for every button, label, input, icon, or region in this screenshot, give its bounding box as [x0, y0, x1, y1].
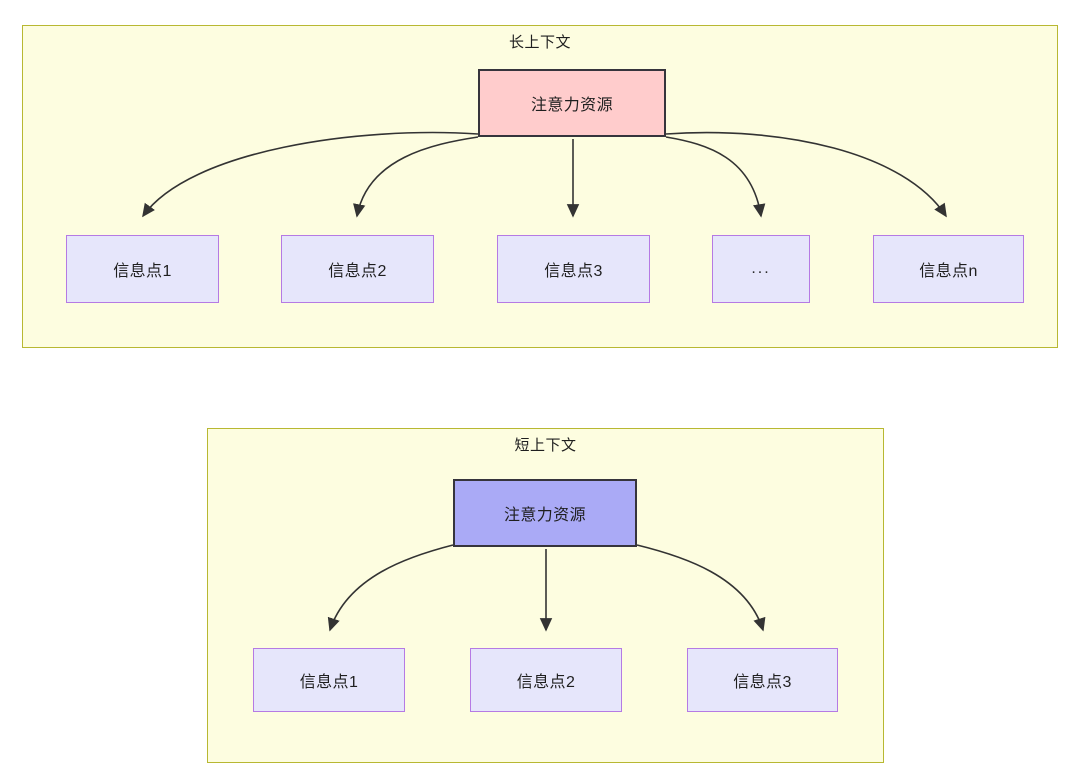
group-long-context-title: 长上下文	[508, 34, 571, 51]
group-short-context-title: 短上下文	[514, 437, 577, 454]
node-info-point-1-long[interactable]: 信息点1	[66, 235, 219, 303]
node-info-point-3-long[interactable]: 信息点3	[497, 235, 650, 303]
node-info-point-3-short[interactable]: 信息点3	[687, 648, 838, 712]
node-attention-resource-short[interactable]: 注意力资源	[453, 479, 637, 547]
node-info-point-ellipsis-long[interactable]: ...	[712, 235, 810, 303]
node-info-point-2-long[interactable]: 信息点2	[281, 235, 434, 303]
node-info-point-1-short[interactable]: 信息点1	[253, 648, 405, 712]
node-attention-resource-long[interactable]: 注意力资源	[478, 69, 666, 137]
node-info-point-n-long[interactable]: 信息点n	[873, 235, 1024, 303]
node-info-point-2-short[interactable]: 信息点2	[470, 648, 622, 712]
